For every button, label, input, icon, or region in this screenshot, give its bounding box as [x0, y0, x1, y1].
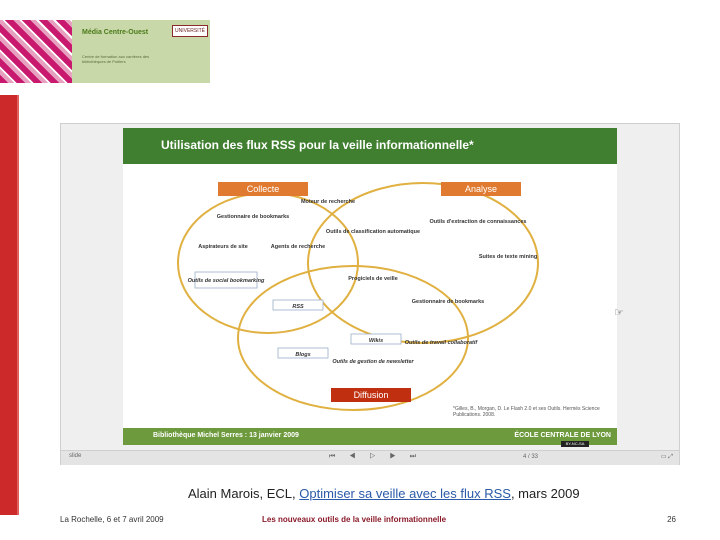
pointer-cursor-icon: ☞: [614, 307, 624, 319]
slide-canvas: Utilisation des flux RSS pour la veille …: [123, 128, 617, 447]
slide-footer: Bibliothèque Michel Serres : 13 janvier …: [123, 428, 617, 447]
travail-label: Outils de travail collaboratif: [405, 340, 479, 346]
progiciels-label: Progiciels de veille: [348, 276, 398, 282]
footer-presentation-title: Les nouveaux outils de la veille informa…: [262, 515, 447, 524]
cc-license-badge: BY-NC-SA: [561, 441, 589, 447]
diffusion-box: [331, 388, 411, 402]
logo-mark-icon: [0, 20, 72, 83]
collecte-box: [218, 182, 308, 196]
wikis-label: Wikis: [369, 338, 383, 344]
analyse-circle: [307, 182, 539, 344]
moteur-label: Moteur de recherche: [301, 199, 355, 205]
logo-subtitle: Centre de formation aux carrières des bi…: [82, 54, 150, 64]
newsletter-label: Outils de gestion de newsletter: [332, 359, 414, 365]
outils-extraction-label: Outils d'extraction de connaissances: [430, 219, 527, 225]
venn-diagram: Collecte Analyse Diffusion Moteur de rec…: [177, 182, 539, 411]
rss-label: RSS: [292, 304, 304, 310]
caption-prefix: Alain Marois, ECL,: [188, 486, 300, 501]
slide-title-bar: Utilisation des flux RSS pour la veille …: [123, 128, 617, 164]
rss-box: [272, 299, 324, 311]
analyse-label: Analyse: [465, 184, 497, 194]
embedded-slide-viewer[interactable]: Utilisation des flux RSS pour la veille …: [60, 123, 680, 465]
diffusion-label: Diffusion: [354, 390, 389, 400]
analyse-box: [441, 182, 521, 196]
caption-suffix: , mars 2009: [510, 486, 580, 501]
player-fullscreen-button[interactable]: ▭ ⤢: [660, 454, 673, 460]
player-mode-button[interactable]: slide: [69, 453, 82, 459]
caption-link[interactable]: Optimiser sa veille avec les flux RSS: [299, 486, 511, 501]
player-navigation-buttons[interactable]: ⏮ ◀ ▷ ▶ ⏭: [329, 453, 423, 460]
collecte-label: Collecte: [247, 184, 280, 194]
source-caption: Alain Marois, ECL, Optimiser sa veille a…: [188, 486, 580, 501]
slide-title: Utilisation des flux RSS pour la veille …: [161, 138, 474, 152]
footer-location-date: La Rochelle, 6 et 7 avril 2009: [60, 515, 164, 524]
slide-footer-right: ÉCOLE CENTRALE DE LYON: [514, 432, 611, 439]
gestionnaire1-label: Gestionnaire de bookmarks: [217, 214, 289, 220]
citation-note: *Gilles, B., Morgan, D. Le Flash 2.0 et …: [453, 406, 600, 418]
agents-label: Agents de recherche: [271, 244, 325, 250]
suites-label: Suites de texte mining: [479, 254, 537, 260]
blogs-box: [277, 347, 329, 359]
gestionnaire2-label: Gestionnaire de bookmarks: [412, 299, 484, 305]
aspirateurs-label: Aspirateurs de site: [198, 244, 248, 250]
logo-title: Média Centre-Ouest: [82, 29, 149, 36]
player-controls-bar: slide ⏮ ◀ ▷ ▶ ⏭ 4 / 33 ▭ ⤢: [61, 450, 679, 465]
social-label: Outils de social bookmarking: [188, 278, 265, 284]
outils-class-label: Outils de classification automatique: [326, 229, 420, 235]
footer-page-number: 26: [667, 515, 676, 524]
wikis-box: [350, 333, 402, 345]
player-page-indicator: 4 / 33: [523, 454, 539, 460]
diffusion-circle: [237, 265, 469, 411]
university-badge: UNIVERSITÉ DE POITIERS: [172, 25, 208, 37]
slide-footer-left: Bibliothèque Michel Serres : 13 janvier …: [153, 432, 299, 439]
media-centre-ouest-logo: Média Centre-Ouest Centre de formation a…: [0, 20, 210, 83]
social-box: [194, 271, 258, 289]
left-accent-bar: [0, 95, 17, 515]
blogs-label: Blogs: [295, 352, 310, 358]
